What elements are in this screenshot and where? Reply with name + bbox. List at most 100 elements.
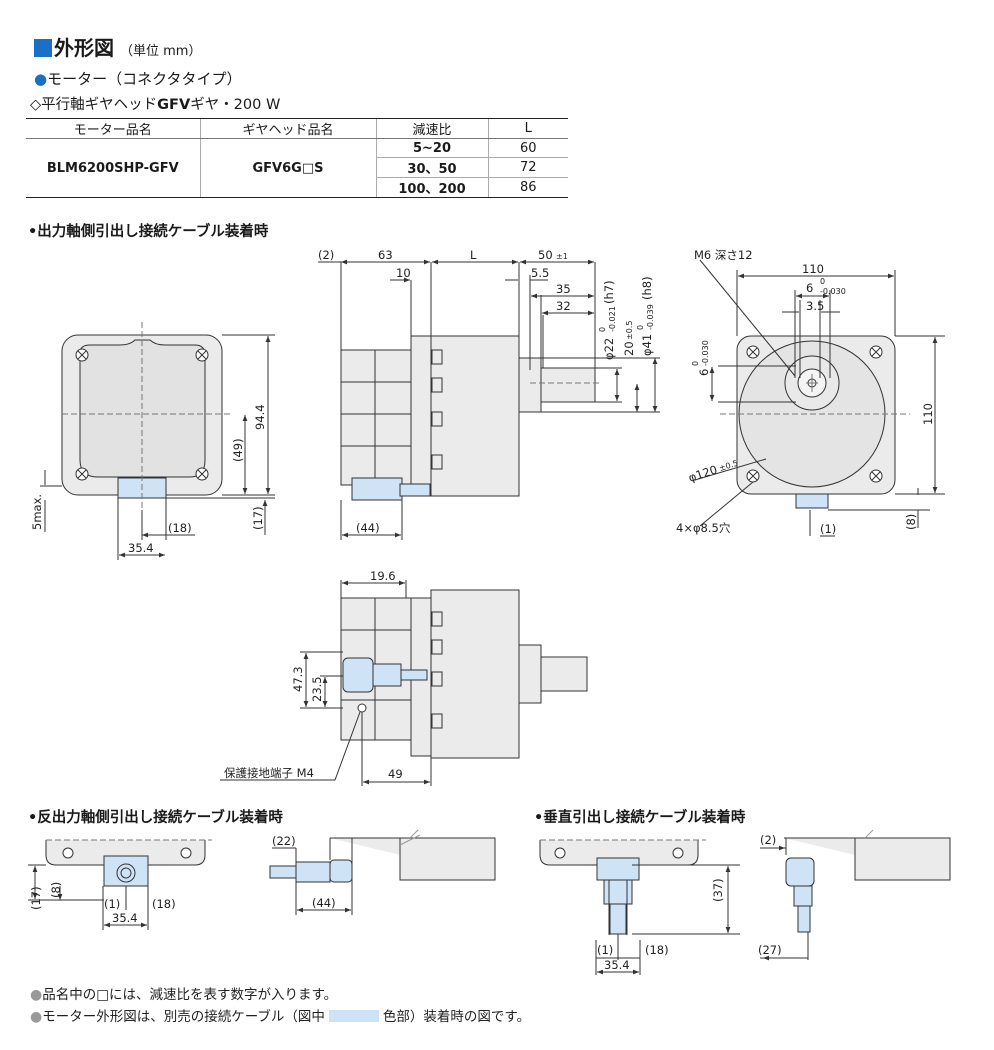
ratio-cell: 100、200 <box>375 177 488 198</box>
l-cell: 60 <box>487 138 568 158</box>
dim-tolerance: 0 <box>820 277 825 286</box>
ratio-cell: 30、50 <box>375 157 488 178</box>
dim-label: (8) <box>49 882 63 898</box>
dim-label: 保護接地端子 M4 <box>224 766 314 780</box>
motor-side-view <box>318 259 660 540</box>
dim-label: (27) <box>758 943 782 957</box>
dim-tolerance: ±1 <box>556 252 568 261</box>
table-header: ギヤヘッド品名 <box>199 118 376 139</box>
table-header-row: モーター品名 ギヤヘッド品名 減速比 L <box>26 118 568 139</box>
cable-color-swatch <box>328 1010 379 1022</box>
table-row: 30、50 72 <box>26 157 568 178</box>
page-title: 外形図（単位 mm） <box>34 32 201 61</box>
dim-label: (2) <box>318 248 334 262</box>
dim-label: (18) <box>152 897 176 911</box>
dim-label: 20 <box>622 341 636 356</box>
dim-label: 23.5 <box>310 676 324 702</box>
mount-hole <box>869 345 883 359</box>
table-header: モーター品名 <box>26 118 200 139</box>
dim-label: (37) <box>711 878 725 902</box>
dim-tolerance: 0 <box>691 361 700 366</box>
dim-tolerance: -0.021 <box>608 306 617 332</box>
table-row: BLM6200SHP-GFV GFV6G□S 5~20 60 <box>26 138 568 198</box>
dim-label: (17) <box>251 506 265 530</box>
gray-dot-icon: ● <box>30 987 43 1003</box>
opposite-front-view <box>28 839 212 930</box>
dim-label: 32 <box>556 299 571 313</box>
gearhead-heading: ◇平行軸ギヤヘッドGFVギヤ・200 W <box>30 97 281 113</box>
motor-top-view <box>220 580 588 786</box>
dim-label: L <box>470 248 477 262</box>
dim-label: 19.6 <box>370 569 396 583</box>
mount-hole <box>195 348 209 362</box>
gray-dot-icon: ● <box>30 1009 43 1025</box>
dim-label: 110 <box>802 262 824 276</box>
dim-label: (2) <box>760 833 776 847</box>
dim-label: 49 <box>388 767 403 781</box>
dim-label: 50 <box>538 248 553 262</box>
ratio-cell: 5~20 <box>375 138 488 158</box>
dim-label: (17) <box>29 886 43 910</box>
l-cell: 86 <box>487 177 568 198</box>
section-vertical: •垂直引出し接続ケーブル装着時 <box>534 810 746 826</box>
dim-label: (44) <box>312 896 336 910</box>
dim-label: 35.4 <box>112 911 138 925</box>
dim-label: 47.3 <box>291 666 305 692</box>
dim-label: φ120 <box>687 462 719 484</box>
dim-label: (18) <box>168 521 192 535</box>
dim-label: 6 <box>697 369 711 376</box>
dim-label: 5max. <box>30 494 44 530</box>
dim-label: 94.4 <box>253 404 267 430</box>
dim-tolerance: -0.030 <box>701 340 710 366</box>
mount-hole <box>195 467 209 481</box>
dim-tolerance: ±0.5 <box>718 458 739 473</box>
motor-name: BLM6200SHP-GFV <box>26 138 200 198</box>
dim-label: (h8) <box>640 276 654 300</box>
dim-label: (h7) <box>602 280 616 304</box>
dim-label: M6 深さ12 <box>694 248 753 262</box>
section-output-side: •出力軸側引出し接続ケーブル装着時 <box>28 224 269 240</box>
note-1: ●品名中の□には、減速比を表す数字が入ります。 <box>30 987 338 1003</box>
blue-dot-icon: ● <box>34 70 48 88</box>
dim-label: (49) <box>231 438 245 462</box>
spec-table: モーター品名 ギヤヘッド品名 減速比 L BLM6200SHP-GFV GFV6… <box>26 118 568 198</box>
mount-hole <box>746 469 760 483</box>
vertical-side-view <box>760 829 951 961</box>
dim-label: 35.4 <box>604 958 630 972</box>
note-2: ●モーター外形図は、別売の接続ケーブル（図中色部）装着時の図です。 <box>30 1009 531 1025</box>
gearhead-name: GFV6G□S <box>199 138 376 198</box>
dim-label: (18) <box>645 943 669 957</box>
dim-label: 6 <box>806 281 813 295</box>
dim-label: (44) <box>356 521 380 535</box>
dim-tolerance: 0 <box>636 325 645 330</box>
dim-label: (22) <box>272 834 296 848</box>
dim-label: 10 <box>396 266 411 280</box>
unit-label: （単位 mm） <box>120 44 202 59</box>
mount-hole <box>75 348 89 362</box>
table-row: 100、200 86 <box>26 177 568 198</box>
product-type-heading: ●モーター（コネクタタイプ） <box>34 70 242 88</box>
dim-tolerance: ±0.5 <box>625 321 634 340</box>
mount-hole <box>746 345 760 359</box>
dim-label: φ22 <box>602 338 616 360</box>
dim-label: 35.4 <box>128 541 154 555</box>
dim-label: (1) <box>820 522 836 536</box>
dim-label: 5.5 <box>531 266 549 280</box>
dim-label: (8) <box>904 514 918 530</box>
blue-square-icon <box>34 39 52 57</box>
mount-hole <box>75 467 89 481</box>
dim-label: (1) <box>597 943 613 957</box>
dim-tolerance: -0.030 <box>820 287 846 296</box>
gear-flange-view <box>694 259 945 537</box>
dim-label: 63 <box>378 248 393 262</box>
l-cell: 72 <box>487 157 568 178</box>
dim-tolerance: -0.039 <box>646 304 655 330</box>
dim-tolerance: 0 <box>598 327 607 332</box>
dim-label: 3.5 <box>806 299 824 313</box>
dim-label: 35 <box>556 282 571 296</box>
opposite-side-view <box>269 829 496 915</box>
dim-label: 110 <box>921 403 935 425</box>
mount-hole <box>869 469 883 483</box>
dim-label: φ41 <box>640 334 654 356</box>
